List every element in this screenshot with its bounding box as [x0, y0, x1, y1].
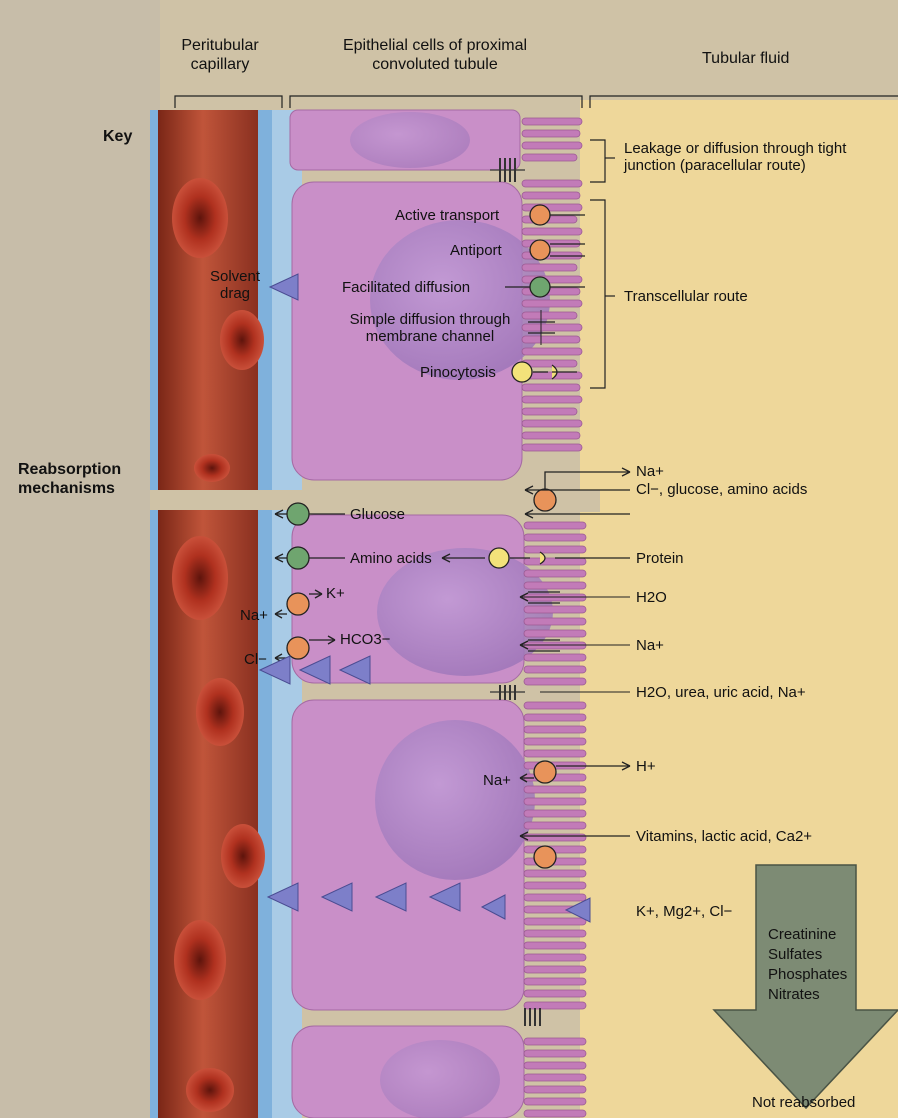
key-antiport-label: Antiport	[450, 242, 502, 259]
not-reabsorbed-list: Creatinine Sulfates Phosphates Nitrates	[768, 925, 847, 1005]
microvillus	[524, 702, 586, 709]
microvillus	[524, 966, 586, 973]
not-reabsorbed-item: Phosphates	[768, 965, 847, 985]
microvillus	[524, 798, 586, 805]
facilitated-diffusion-icon	[287, 503, 309, 525]
microvillus	[524, 606, 586, 613]
facilitated-diffusion-icon	[287, 547, 309, 569]
label-hco3: HCO3−	[340, 631, 390, 648]
label-na-blood-2: Na+	[483, 772, 511, 789]
microvillus	[524, 918, 586, 925]
label-ions: K+, Mg2+, Cl−	[636, 903, 732, 920]
microvillus	[524, 786, 586, 793]
microvillus	[524, 618, 586, 625]
microvillus	[524, 570, 586, 577]
active-transport-icon	[534, 489, 556, 511]
microvillus	[524, 738, 586, 745]
microvillus	[524, 522, 586, 529]
header-peritubular: Peritubular capillary	[160, 36, 280, 74]
microvillus	[524, 1002, 586, 1009]
label-protein: Protein	[636, 550, 684, 567]
red-blood-cell	[220, 310, 264, 370]
label-na-channel: Na+	[636, 637, 664, 654]
antiport-icon	[530, 240, 550, 260]
header-epithelial: Epithelial cells of proximal convoluted …	[330, 36, 540, 74]
microvillus	[524, 546, 586, 553]
label-glucose: Glucose	[350, 506, 405, 523]
label-na-blood-1: Na+	[240, 607, 268, 624]
header-tubular-fluid: Tubular fluid	[702, 50, 789, 67]
microvillus	[524, 534, 586, 541]
label-cl-blood: Cl−	[244, 651, 267, 668]
microvillus	[524, 870, 586, 877]
microvillus	[524, 582, 586, 589]
not-reabsorbed-item: Creatinine	[768, 925, 847, 945]
not-reabsorbed-label: Not reabsorbed	[752, 1094, 855, 1111]
label-vitamins: Vitamins, lactic acid, Ca2+	[636, 828, 812, 845]
microvillus	[524, 882, 586, 889]
nucleus	[375, 720, 535, 880]
label-h2o: H2O	[636, 589, 667, 606]
microvillus	[524, 1038, 586, 1045]
microvillus	[524, 930, 586, 937]
red-blood-cell	[172, 536, 228, 620]
key-simple-diffusion-label: Simple diffusion through membrane channe…	[330, 311, 530, 345]
microvillus	[524, 990, 586, 997]
microvillus	[524, 1086, 586, 1093]
red-blood-cell	[186, 1068, 234, 1112]
key-title: Key	[103, 128, 132, 145]
microvillus	[524, 558, 586, 565]
microvillus	[524, 666, 586, 673]
key-facilitated-label: Facilitated diffusion	[342, 279, 470, 296]
red-blood-cell	[172, 178, 228, 258]
microvillus	[524, 1098, 586, 1105]
label-amino-acids: Amino acids	[350, 550, 432, 567]
microvillus	[524, 810, 586, 817]
active-transport-icon	[287, 593, 309, 615]
microvillus	[524, 978, 586, 985]
label-h-plus: H+	[636, 758, 656, 775]
pinocytosis-icon	[489, 548, 509, 568]
antiport-icon	[534, 761, 556, 783]
label-na-lumen: Na+	[636, 463, 664, 480]
microvillus	[524, 1050, 586, 1057]
label-paracellular: H2O, urea, uric acid, Na+	[636, 684, 806, 701]
red-blood-cell	[174, 920, 226, 1000]
not-reabsorbed-item: Sulfates	[768, 945, 847, 965]
active-transport-icon	[534, 846, 556, 868]
microvillus	[524, 714, 586, 721]
key-active-transport-label: Active transport	[395, 207, 499, 224]
key-pinocytosis-label: Pinocytosis	[420, 364, 496, 381]
microvillus	[524, 654, 586, 661]
label-k-plus: K+	[326, 585, 345, 602]
microvillus	[524, 726, 586, 733]
label-cl-glucose: Cl−, glucose, amino acids	[636, 481, 807, 498]
microvillus	[524, 750, 586, 757]
microvillus	[524, 954, 586, 961]
pinocytosis-icon	[512, 362, 532, 382]
microvillus	[524, 942, 586, 949]
red-blood-cell	[221, 824, 265, 888]
active-transport-icon	[530, 205, 550, 225]
not-reabsorbed-item: Nitrates	[768, 985, 847, 1005]
key-leakage-label: Leakage or diffusion through tight junct…	[624, 140, 854, 174]
microvillus	[524, 822, 586, 829]
mechanisms-capillary	[150, 510, 302, 1118]
microvillus	[524, 1110, 586, 1117]
red-blood-cell	[196, 678, 244, 746]
key-solvent-drag-label: Solvent drag	[200, 268, 270, 302]
mechanisms-title: Reabsorption mechanisms	[18, 460, 138, 498]
microvillus	[524, 1074, 586, 1081]
microvillus	[524, 834, 586, 841]
microvillus	[524, 630, 586, 637]
microvillus	[524, 894, 586, 901]
red-blood-cell	[194, 454, 230, 482]
facilitated-diffusion-icon	[530, 277, 550, 297]
microvillus	[524, 678, 586, 685]
key-transcellular-label: Transcellular route	[624, 288, 748, 305]
microvillus	[524, 1062, 586, 1069]
